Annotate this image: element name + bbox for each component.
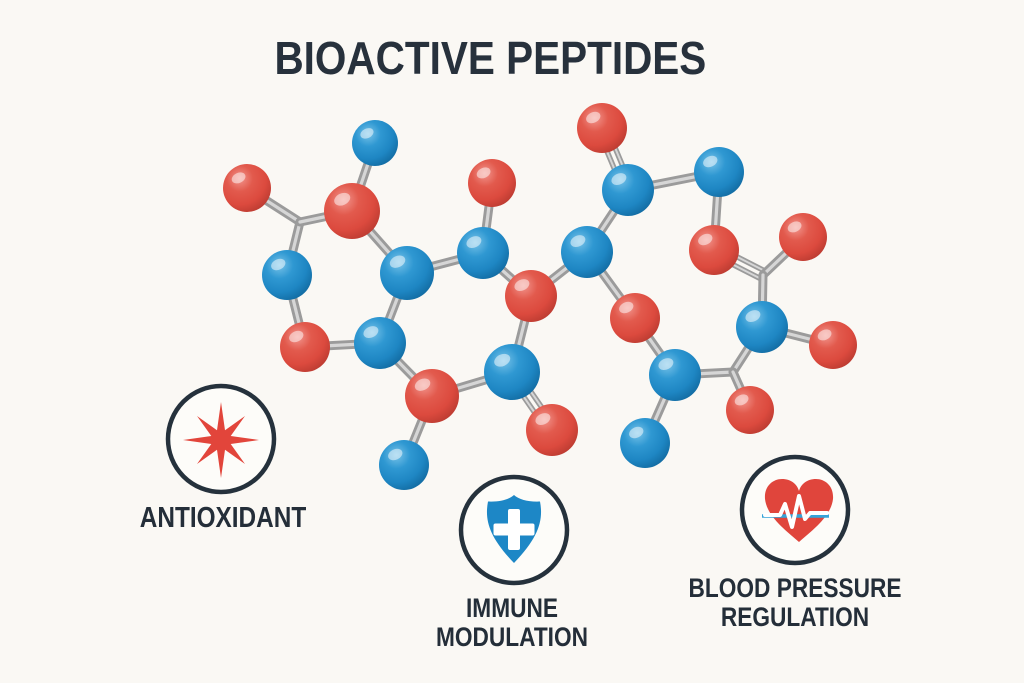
atom-blue <box>620 418 670 468</box>
atom-highlight <box>787 221 802 233</box>
atom-red <box>610 293 660 343</box>
atom-highlight <box>271 258 286 271</box>
heart-shape <box>764 479 834 542</box>
page-title-text: BIOACTIVE PEPTIDES <box>274 32 706 84</box>
ecg-trace <box>763 494 829 529</box>
atom-highlight <box>734 394 749 406</box>
atom-blue <box>561 226 613 278</box>
benefit-label-blood-pressure: BLOOD PRESSURE REGULATION <box>688 573 902 632</box>
atom-blue <box>352 120 398 166</box>
heart-ecg-icon <box>739 454 851 566</box>
starburst-icon <box>165 383 277 495</box>
atom-blue <box>262 250 312 300</box>
starburst-shape <box>183 402 259 478</box>
atom-highlight <box>466 236 482 249</box>
atom-highlight <box>586 111 601 124</box>
atom-highlight <box>476 167 491 179</box>
atom-highlight <box>494 353 511 367</box>
benefit-label-antioxidant: ANTIOXIDANT <box>139 502 307 534</box>
atom-red <box>280 322 330 372</box>
cross-horizontal-bar <box>493 523 535 536</box>
atom-red <box>405 369 459 423</box>
atom-layer <box>223 103 857 490</box>
atom-highlight <box>658 358 674 371</box>
atom-red <box>505 270 557 322</box>
atom-red <box>324 183 380 239</box>
atom-highlight <box>388 448 403 461</box>
atom-blue <box>354 317 406 369</box>
atom-red <box>726 386 774 434</box>
atom-highlight <box>231 172 246 184</box>
atom-blue <box>694 147 744 197</box>
page-title: BIOACTIVE PEPTIDES <box>0 31 980 85</box>
atom-highlight <box>334 192 351 206</box>
atom-highlight <box>289 330 304 343</box>
atom-highlight <box>817 329 832 341</box>
atom-highlight <box>389 255 406 268</box>
atom-highlight <box>703 155 718 168</box>
atom-blue <box>484 344 540 400</box>
atom-red <box>223 164 271 212</box>
atom-highlight <box>570 235 586 248</box>
benefit-label-immune-modulation: IMMUNE MODULATION <box>435 593 589 652</box>
atom-red <box>809 321 857 369</box>
atom-blue <box>457 227 509 279</box>
atom-highlight <box>535 413 551 426</box>
atom-blue <box>736 301 788 353</box>
atom-blue <box>649 349 701 401</box>
atom-highlight <box>629 426 644 439</box>
atom-highlight <box>414 378 431 391</box>
atom-red <box>468 159 516 207</box>
atom-blue <box>380 246 434 300</box>
atom-red <box>689 225 739 275</box>
atom-highlight <box>514 279 530 292</box>
atom-highlight <box>611 173 627 186</box>
atom-red <box>526 404 578 456</box>
atom-highlight <box>619 301 634 314</box>
atom-highlight <box>363 326 379 339</box>
atom-highlight <box>698 233 713 246</box>
atom-blue <box>379 440 429 490</box>
atom-red <box>577 103 627 153</box>
atom-highlight <box>745 310 761 323</box>
shield-cross-icon <box>458 474 570 586</box>
atom-blue <box>602 164 654 216</box>
atom-highlight <box>360 128 374 139</box>
atom-red <box>779 213 827 261</box>
